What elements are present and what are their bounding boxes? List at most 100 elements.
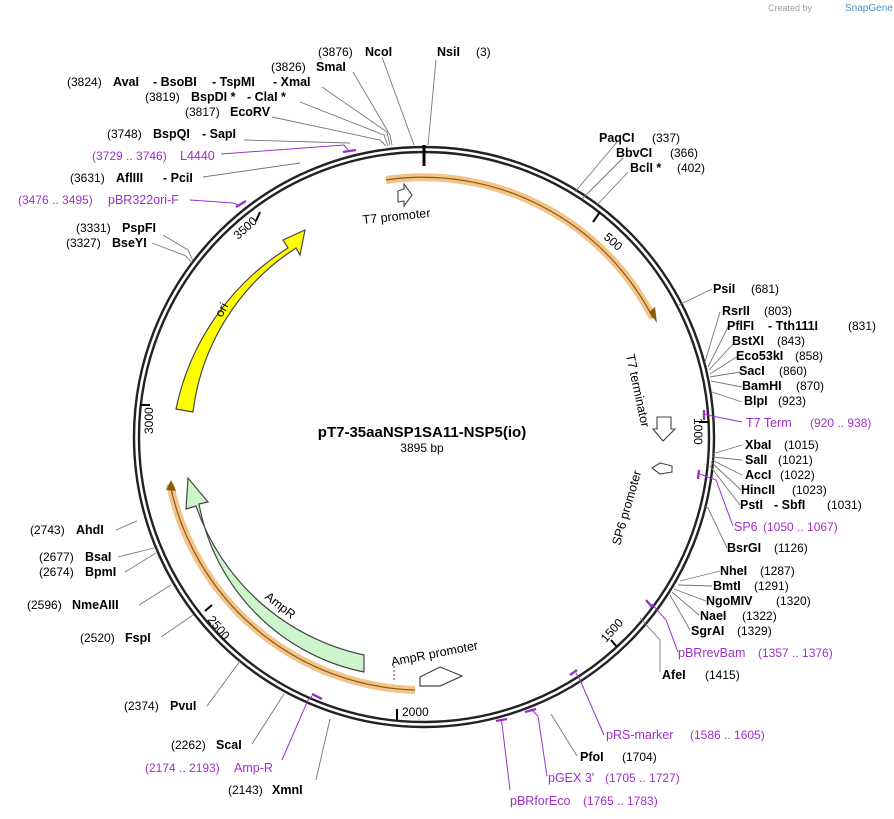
site-bspdi[interactable]: BspDI *	[191, 90, 236, 104]
site-afliii[interactable]: AflIII	[116, 171, 143, 185]
site-saci[interactable]: SacI	[739, 364, 765, 378]
primer-l4440[interactable]: L4440	[180, 149, 215, 163]
primer-sp6[interactable]: SP6	[734, 520, 758, 534]
site-nsii[interactable]: NsiI	[437, 45, 460, 59]
leader-sali	[711, 456, 743, 461]
site-ngomiv[interactable]: NgoMIV	[706, 594, 753, 608]
pos-rsrii: (803)	[764, 304, 792, 318]
site-eco53ki[interactable]: Eco53kI	[736, 349, 783, 363]
site-blpi[interactable]: BlpI	[744, 394, 768, 408]
leader-xmni	[315, 718, 331, 781]
site-sbfi[interactable]: - SbfI	[774, 498, 805, 512]
primer-pgex3[interactable]: pGEX 3'	[548, 771, 594, 785]
leader-pvui	[206, 660, 241, 707]
pos-bbvci: (366)	[670, 146, 698, 160]
leader-afei	[639, 617, 661, 672]
site-bstxi[interactable]: BstXI	[732, 334, 764, 348]
site-psti[interactable]: PstI	[740, 498, 763, 512]
site-fspi[interactable]: FspI	[125, 631, 151, 645]
primer-pbr322ori-f[interactable]: pBR322ori-F	[108, 193, 179, 207]
site-pcii[interactable]: - PciI	[163, 171, 193, 185]
site-pflfi[interactable]: PflFI	[727, 319, 754, 333]
site-bseyi[interactable]: BseYI	[112, 236, 147, 250]
site-xbai[interactable]: XbaI	[745, 438, 771, 452]
site-xmni[interactable]: XmnI	[272, 783, 303, 797]
pos-bseyi: (3327)	[66, 236, 101, 250]
leader-t7term	[703, 413, 743, 423]
tick-label-2500: 2500	[205, 613, 233, 643]
ampr-promoter-label: AmpR promoter	[390, 638, 479, 669]
marker-l4440	[342, 148, 357, 154]
primer-pbrrevbam[interactable]: pBRrevBam	[678, 646, 745, 660]
leader-psii	[678, 288, 713, 306]
site-bamhi[interactable]: BamHI	[742, 379, 782, 393]
site-smai[interactable]: SmaI	[316, 60, 346, 74]
pos-pvui: (2374)	[124, 699, 159, 713]
plasmid-name: pT7-35aaNSP1SA11-NSP5(io)	[318, 424, 526, 441]
site-rsrii[interactable]: RsrII	[722, 304, 750, 318]
site-xmai[interactable]: - XmaI	[273, 75, 311, 89]
pos-pspfi: (3331)	[76, 221, 111, 235]
primer-pbrforeco[interactable]: pBRforEco	[510, 794, 570, 808]
ampr-region-highlight	[166, 483, 416, 694]
site-bmti[interactable]: BmtI	[713, 579, 741, 593]
leader-l4440	[220, 144, 350, 155]
leader-ngomiv	[673, 588, 707, 602]
site-bsobi[interactable]: - BsoBI	[153, 75, 197, 89]
site-sali[interactable]: SalI	[745, 453, 767, 467]
site-pvui[interactable]: PvuI	[170, 699, 196, 713]
leader-eco53ki	[709, 355, 739, 375]
site-sgrai[interactable]: SgrAI	[691, 624, 724, 638]
primer-prs-marker[interactable]: pRS-marker	[606, 728, 673, 742]
primer-range-t7term: (920 .. 938)	[810, 416, 871, 430]
site-clai[interactable]: - ClaI *	[247, 90, 286, 104]
site-afei[interactable]: AfeI	[662, 668, 686, 682]
scale-ticks: 500 1000 1500 2000 2500 3000 3500	[140, 211, 709, 720]
site-tth111i[interactable]: - Tth111I	[768, 319, 818, 333]
site-ahdi[interactable]: AhdI	[76, 523, 104, 537]
leader-bstxi	[708, 341, 736, 371]
site-psii[interactable]: PsiI	[713, 282, 735, 296]
site-bsai[interactable]: BsaI	[85, 550, 111, 564]
site-acci[interactable]: AccI	[745, 468, 771, 482]
pos-bcli: (402)	[677, 161, 705, 175]
site-bbvci[interactable]: BbvCI	[616, 146, 652, 160]
site-tspmi[interactable]: - TspMI	[212, 75, 255, 89]
primer-amp-r[interactable]: Amp-R	[234, 761, 273, 775]
site-bcli[interactable]: BclI *	[630, 161, 661, 175]
site-hincii[interactable]: HincII	[741, 483, 775, 497]
site-ncoi[interactable]: NcoI	[365, 45, 392, 59]
leader-xbai	[711, 444, 743, 455]
t7-region-line	[385, 176, 654, 319]
ampr-feature-arrow	[185, 476, 365, 673]
site-pspfi[interactable]: PspFI	[122, 221, 156, 235]
site-nmeaiii[interactable]: NmeAIII	[72, 598, 119, 612]
leader-scai	[251, 693, 285, 745]
site-bsrgi[interactable]: BsrGI	[727, 541, 761, 555]
leader-bcli	[596, 171, 629, 206]
leader-rsrii	[704, 311, 721, 363]
site-bpmi[interactable]: BpmI	[85, 565, 116, 579]
pos-hincii: (1023)	[792, 483, 827, 497]
leader-bspdi	[299, 101, 389, 147]
primer-t7term[interactable]: T7 Term	[746, 416, 792, 430]
pos-pfoi: (1704)	[622, 750, 657, 764]
pos-acci: (1022)	[780, 468, 815, 482]
pos-eco53ki: (858)	[795, 349, 823, 363]
leader-smai	[352, 71, 393, 146]
leader-acci	[711, 459, 743, 476]
leader-pspfi	[162, 234, 194, 262]
site-naei[interactable]: NaeI	[700, 609, 726, 623]
site-scai[interactable]: ScaI	[216, 738, 242, 752]
site-ecorv[interactable]: EcoRV	[230, 105, 271, 119]
site-paqci[interactable]: PaqCI	[599, 131, 634, 145]
site-pfoi[interactable]: PfoI	[580, 750, 604, 764]
t7-terminator-label: T7 terminator	[623, 353, 652, 429]
site-bspqi[interactable]: BspQI	[153, 127, 190, 141]
ampr-promoter-arrow	[419, 666, 464, 687]
site-avai[interactable]: AvaI	[113, 75, 139, 89]
site-sapi[interactable]: - SapI	[202, 127, 236, 141]
pos-scai: (2262)	[171, 738, 206, 752]
site-nhei[interactable]: NheI	[720, 564, 747, 578]
